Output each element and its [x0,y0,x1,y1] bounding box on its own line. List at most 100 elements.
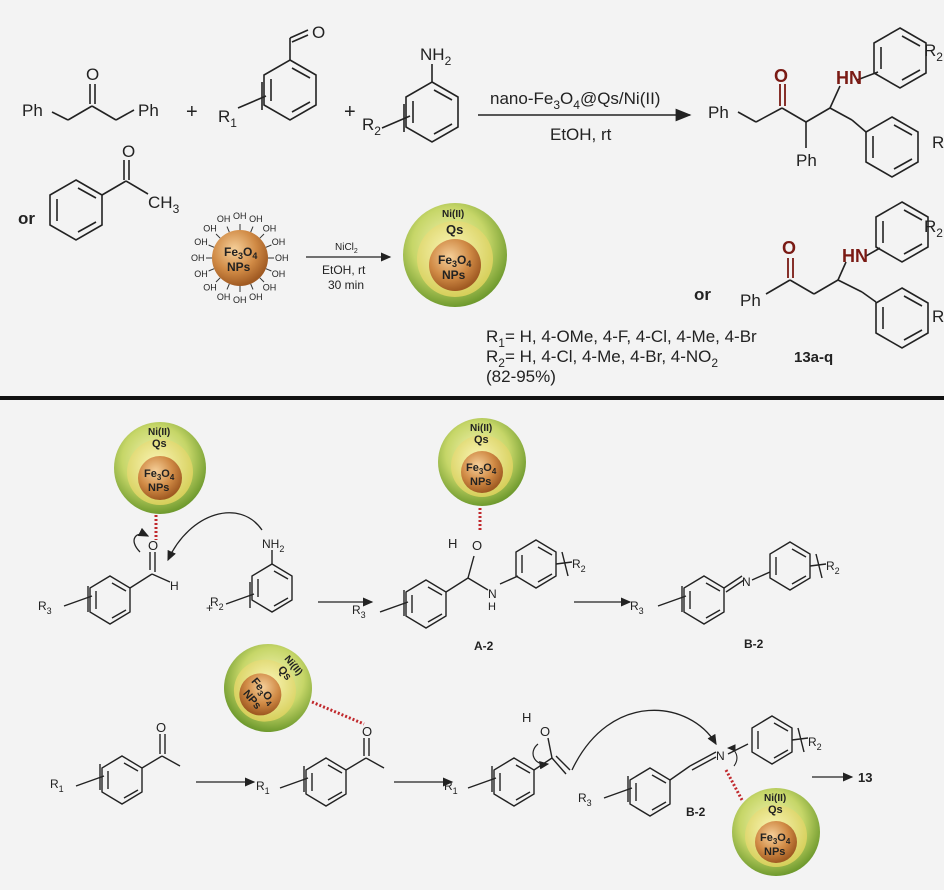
hydroxyl-label: OH [263,283,277,293]
ketone-oxygen: O [86,65,99,84]
product-beta-aminoketone-2 [765,201,929,349]
mech2-qs: Qs [474,434,489,446]
hydroxyl-bond [250,283,254,290]
product1-ph-bottom: Ph [796,151,817,170]
mech4-fe3o4: Fe3O4 [760,832,791,846]
catalyst-sphere-main: Ni(II) Qs Fe3O4 NPs [403,203,507,307]
a2-h: H [448,536,457,551]
r1-substituent-list: R1= H, 4-OMe, 4-F, 4-Cl, 4-Me, 4-Br [486,327,757,350]
ph-right-label: Ph [138,101,159,120]
acetophenone-methyl: CH3 [148,193,180,216]
hydroxyl-label: OH [203,223,217,233]
mech-acetophenone-2 [279,738,385,807]
sphere-qs: Qs [446,222,463,237]
a2-r2: R2 [572,557,586,574]
dibenzyl-ketone [51,84,135,121]
mech1-fe3o4: Fe3O4 [144,468,175,482]
curved-arrow-5 [726,744,738,767]
aldehyde-oxygen: O [312,23,325,42]
mech-aniline [225,550,293,613]
hydroxyl-bond [215,277,221,283]
hydroxyl-bond [208,268,215,272]
hydroxyl-label: OH [194,269,208,279]
enol-h: H [522,710,531,725]
hydroxyl-bond [226,283,230,290]
ph-left-label: Ph [22,101,43,120]
aldehyde-r-label: R1 [218,107,237,130]
hydroxyl-label: OH [263,223,277,233]
mech-nh2: NH2 [262,537,284,554]
b2-r3: R3 [630,599,644,616]
aniline [381,64,459,143]
mech-enol [467,737,571,807]
product1-r-right: R [932,133,944,152]
curved-arrow-2 [167,512,263,562]
b2-r2: R2 [826,559,840,576]
curved-arrow-1 [133,527,150,553]
mech1-ni: Ni(II) [148,427,170,438]
acetophenone-oxygen: O [122,142,135,161]
imine-b2 [657,541,827,625]
product2-oxygen: O [782,238,796,258]
a2-nh-h: H [488,601,496,613]
or-label-1: or [18,209,35,228]
mech-o1: O [148,538,158,553]
acetophenone [49,160,149,241]
hbond-4 [724,769,744,801]
mech4-ni: Ni(II) [764,793,786,804]
a2-o: O [472,538,482,553]
hydroxyl-bond [265,244,272,248]
enol-o: O [540,724,550,739]
aniline-r-label: R2 [362,115,381,138]
hydroxyl-label: OH [249,214,263,224]
label-a2: A-2 [474,639,494,653]
plus-sign-1: + [186,101,198,123]
b2-n: N [742,575,751,589]
curved-arrow-3 [532,743,550,770]
product1-oxygen: O [774,66,788,86]
hbond-3 [311,700,365,726]
or-label-2: or [694,285,711,304]
mech3-fe3o4: Fe3O4 [247,676,278,709]
final-product-13: 13 [858,770,872,785]
mech1-qs: Qs [152,438,167,450]
mech-aceto2-o: O [362,724,372,739]
mech-r3-1: R3 [38,599,52,616]
benzaldehyde [237,29,317,121]
curved-arrow-4 [571,709,717,771]
hydroxyl-label: OH [217,214,231,224]
aniline-nh2: NH2 [420,45,452,68]
catalyst-sphere-mech-4: Ni(II) Qs Fe3O4 NPs [732,788,820,876]
mech-plus: + [206,601,213,615]
mech2-ni: Ni(II) [470,423,492,434]
a2-n: N [488,587,497,601]
sphere-nps: NPs [442,268,466,282]
a2-r3: R3 [352,603,366,620]
hydroxyl-label: OH [191,253,205,263]
product2-ph: Ph [740,291,761,310]
hydroxyl-bond [259,277,265,283]
hydroxyl-label: OH [217,292,231,302]
label-b2-lower: B-2 [686,805,706,819]
product2-hn: HN [842,246,868,266]
hydroxyl-label: OH [233,295,247,305]
product1-ph-left: Ph [708,103,729,122]
hydroxyl-bond [226,226,230,233]
mech-aceto1-o: O [156,720,166,735]
product1-hn: HN [836,68,862,88]
hydroxyl-bond [215,233,221,239]
product1-r2: R2 [924,41,943,64]
hydroxyl-label: OH [203,283,217,293]
product-code: 13a-q [794,349,833,366]
mech1-nps: NPs [148,482,169,494]
product-beta-aminoketone-1 [737,27,927,178]
product-carbonyl-bond [779,84,786,106]
catalyst-sphere-mech-2: Ni(II) Qs Fe3O4 NPs [438,418,526,506]
mech-acetophenone-1 [75,734,181,805]
imine-b2-coordinated [603,715,809,817]
prep-solvent: EtOH, rt [322,263,366,277]
intermediate-a2 [379,539,573,629]
